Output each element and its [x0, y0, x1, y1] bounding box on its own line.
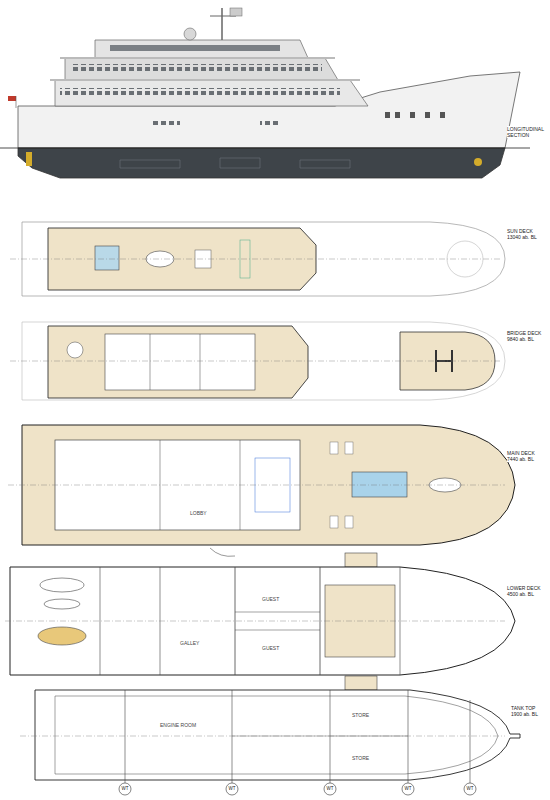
frame-mark: WT — [464, 786, 476, 791]
room-label: GALLEY — [180, 640, 199, 646]
room-label: ENGINE ROOM — [160, 722, 196, 728]
main-deck-plan — [8, 425, 515, 556]
room-label: GUEST — [262, 596, 279, 602]
deck-label: LOWER DECK 4500 ab. BL — [507, 585, 547, 597]
frame-mark: WT — [324, 786, 336, 791]
deck-label: SUN DECK 13040 ab. BL — [507, 228, 547, 240]
lower-deck-plan — [5, 553, 515, 690]
profile — [0, 8, 530, 178]
sun-deck-plan — [10, 222, 505, 296]
frame-mark: WT — [226, 786, 238, 791]
deck-label: MAIN DECK 7440 ab. BL — [507, 450, 547, 462]
room-label: STORE — [352, 712, 369, 718]
deck-label: BRIDGE DECK 9840 ab. BL — [507, 330, 547, 342]
frame-mark: WT — [119, 786, 131, 791]
deck-label: TANK TOP 1900 ab. BL — [511, 705, 547, 717]
section-label: LONGITUDINAL SECTION — [507, 126, 547, 138]
frame-mark: WT — [402, 786, 414, 791]
tank-top-plan — [20, 690, 520, 795]
bridge-deck-plan — [10, 322, 505, 400]
room-label: STORE — [352, 755, 369, 761]
room-label: LOBBY — [190, 510, 207, 516]
room-label: GUEST — [262, 645, 279, 651]
